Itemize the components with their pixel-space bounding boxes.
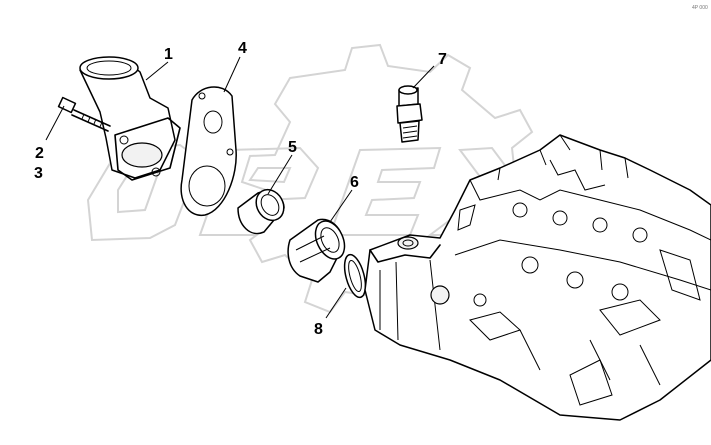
callout-7: 7 — [438, 51, 447, 68]
part-4-gasket — [180, 86, 237, 216]
callout-4: 4 — [238, 40, 247, 57]
callout-3: 3 — [34, 165, 43, 182]
diagram-code: 4P 000 — [692, 5, 708, 11]
callout-6: 6 — [350, 174, 359, 191]
part-6-thermostat — [287, 218, 346, 283]
part-2-bolt — [57, 96, 111, 132]
callout-5: 5 — [288, 139, 297, 156]
part-8-o-ring — [343, 253, 367, 299]
cylinder-head — [364, 134, 711, 421]
callout-8: 8 — [314, 321, 323, 338]
callout-2: 2 — [35, 145, 44, 162]
part-1-outlet-elbow — [79, 56, 181, 181]
part-7-temperature-sender — [396, 85, 423, 143]
callout-1: 1 — [164, 46, 173, 63]
leader-lines — [45, 56, 435, 319]
part-5-seal-ring — [237, 188, 285, 235]
